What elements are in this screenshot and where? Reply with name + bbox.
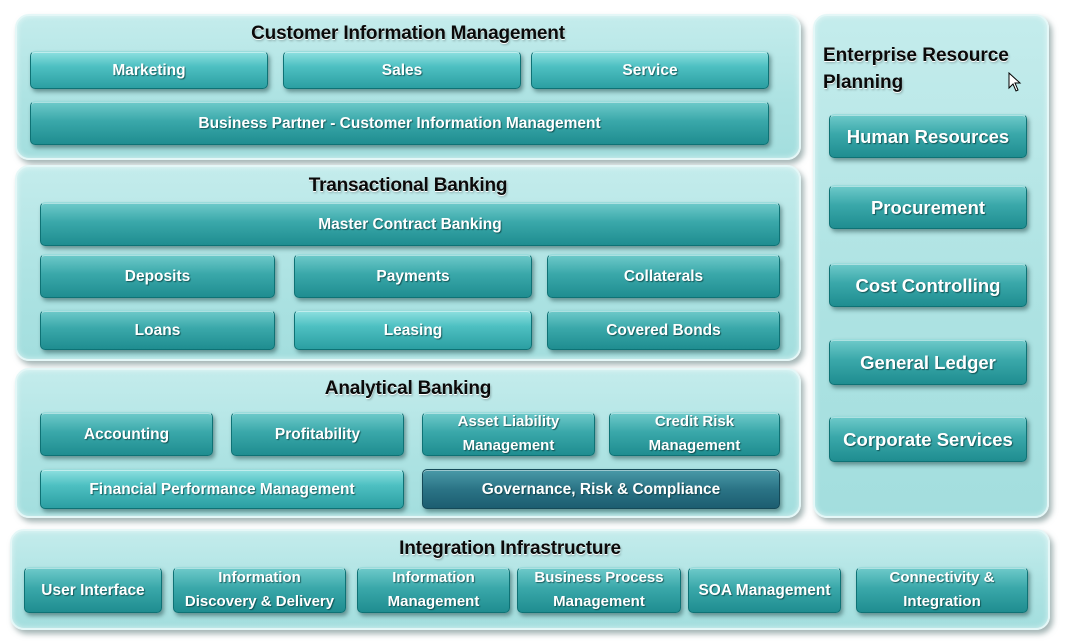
panel-title-analytical: Analytical Banking <box>324 378 492 399</box>
accounting-button[interactable]: Accounting <box>40 412 213 456</box>
loans-button[interactable]: Loans <box>40 310 275 350</box>
connectivity-line1: Connectivity & <box>889 569 995 586</box>
bpm-line2: Management <box>553 593 645 610</box>
panel-transactional-banking: Transactional Banking Master Contract Ba… <box>15 165 801 361</box>
credit-risk-line2: Management <box>648 437 741 454</box>
panel-title-erp: Enterprise Resource Planning <box>823 42 1043 96</box>
info-discovery-line2: Discovery & Delivery <box>184 593 335 610</box>
sales-button[interactable]: Sales <box>283 51 521 89</box>
info-management-line1: Information <box>392 569 475 586</box>
credit-risk-management-button[interactable]: Credit Risk Management <box>609 412 780 456</box>
collaterals-button[interactable]: Collaterals <box>547 254 780 298</box>
user-interface-button[interactable]: User Interface <box>24 567 162 613</box>
panel-title-integration: Integration Infrastructure <box>399 538 621 559</box>
credit-risk-line1: Credit Risk <box>654 413 735 430</box>
financial-performance-management-button[interactable]: Financial Performance Management <box>40 469 404 509</box>
information-discovery-delivery-button[interactable]: Information Discovery & Delivery <box>173 567 346 613</box>
payments-button[interactable]: Payments <box>294 254 532 298</box>
soa-management-button[interactable]: SOA Management <box>688 567 841 613</box>
mouse-pointer-icon <box>1008 72 1022 92</box>
procurement-button[interactable]: Procurement <box>829 185 1027 229</box>
cost-controlling-button[interactable]: Cost Controlling <box>829 263 1027 307</box>
service-button[interactable]: Service <box>531 51 769 89</box>
human-resources-button[interactable]: Human Resources <box>829 114 1027 158</box>
panel-title-transactional: Transactional Banking <box>308 175 508 196</box>
governance-risk-compliance-button[interactable]: Governance, Risk & Compliance <box>422 469 780 509</box>
leasing-button[interactable]: Leasing <box>294 310 532 350</box>
information-management-button[interactable]: Information Management <box>357 567 510 613</box>
panel-integration-infrastructure: Integration Infrastructure User Interfac… <box>10 529 1050 630</box>
panel-customer-information-management: Customer Information Management Marketin… <box>15 14 801 160</box>
connectivity-integration-button[interactable]: Connectivity & Integration <box>856 567 1028 613</box>
asset-liability-management-button[interactable]: Asset Liability Management <box>422 412 595 456</box>
general-ledger-button[interactable]: General Ledger <box>829 339 1027 385</box>
business-partner-cim-button[interactable]: Business Partner - Customer Information … <box>30 101 769 145</box>
panel-enterprise-resource-planning: Enterprise Resource Planning Human Resou… <box>813 14 1049 518</box>
deposits-button[interactable]: Deposits <box>40 254 275 298</box>
panel-title-cim: Customer Information Management <box>251 23 565 44</box>
corporate-services-button[interactable]: Corporate Services <box>829 416 1027 462</box>
erp-title-line1: Enterprise Resource <box>823 45 1009 66</box>
info-management-line2: Management <box>387 593 480 610</box>
asset-liability-line1: Asset Liability <box>457 413 560 430</box>
connectivity-line2: Integration <box>903 593 981 610</box>
master-contract-banking-button[interactable]: Master Contract Banking <box>40 202 780 246</box>
profitability-button[interactable]: Profitability <box>231 412 404 456</box>
covered-bonds-button[interactable]: Covered Bonds <box>547 310 780 350</box>
panel-analytical-banking: Analytical Banking Accounting Profitabil… <box>15 368 801 518</box>
info-discovery-line1: Information <box>218 569 301 586</box>
asset-liability-line2: Management <box>462 437 555 454</box>
erp-title-line2: Planning <box>823 72 904 93</box>
marketing-button[interactable]: Marketing <box>30 51 268 89</box>
business-process-management-button[interactable]: Business Process Management <box>517 567 681 613</box>
bpm-line1: Business Process <box>534 569 664 586</box>
